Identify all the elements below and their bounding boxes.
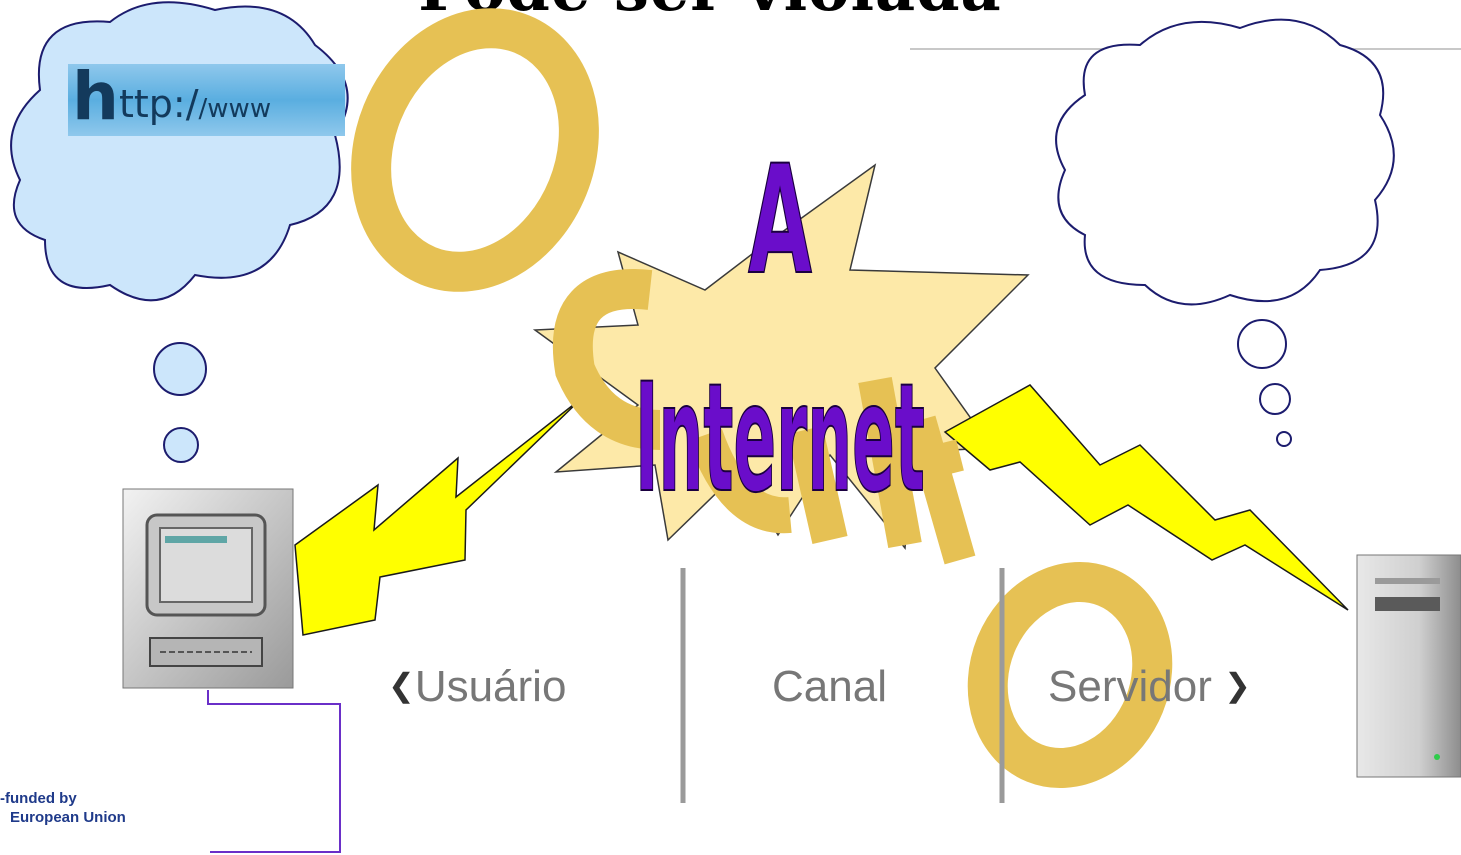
url-text-h: h: [72, 64, 119, 135]
computer-icon: [122, 488, 294, 689]
chevron-right-icon: ❯: [1224, 667, 1251, 704]
watermark: [351, 8, 1173, 789]
nav-user-link[interactable]: ❮Usuário: [388, 662, 566, 712]
internet-label: Internet: [635, 352, 925, 527]
chevron-left-icon: ❮: [388, 667, 415, 704]
eu-line1: -funded by: [0, 790, 77, 807]
nav-user-label: Usuário: [414, 662, 567, 711]
nav-canal-label: Canal: [772, 662, 887, 711]
eu-line2: European Union: [10, 809, 126, 826]
lightning-bolt-icon: [294, 397, 583, 636]
url-banner: h ttp://www: [68, 64, 345, 136]
thought-cloud-icon: [1055, 18, 1395, 447]
url-text: ttp://www: [119, 82, 272, 126]
server-tower-icon: [1356, 554, 1461, 778]
internet-label-a: A: [748, 133, 812, 308]
nav-server-label: Servidor: [1048, 662, 1212, 711]
connector-line: [207, 690, 341, 853]
eu-funding-text: -funded by European Union: [0, 789, 126, 827]
lightning-bolt-icon: [943, 384, 1349, 611]
nav-server-link[interactable]: Servidor ❯: [1048, 662, 1251, 712]
